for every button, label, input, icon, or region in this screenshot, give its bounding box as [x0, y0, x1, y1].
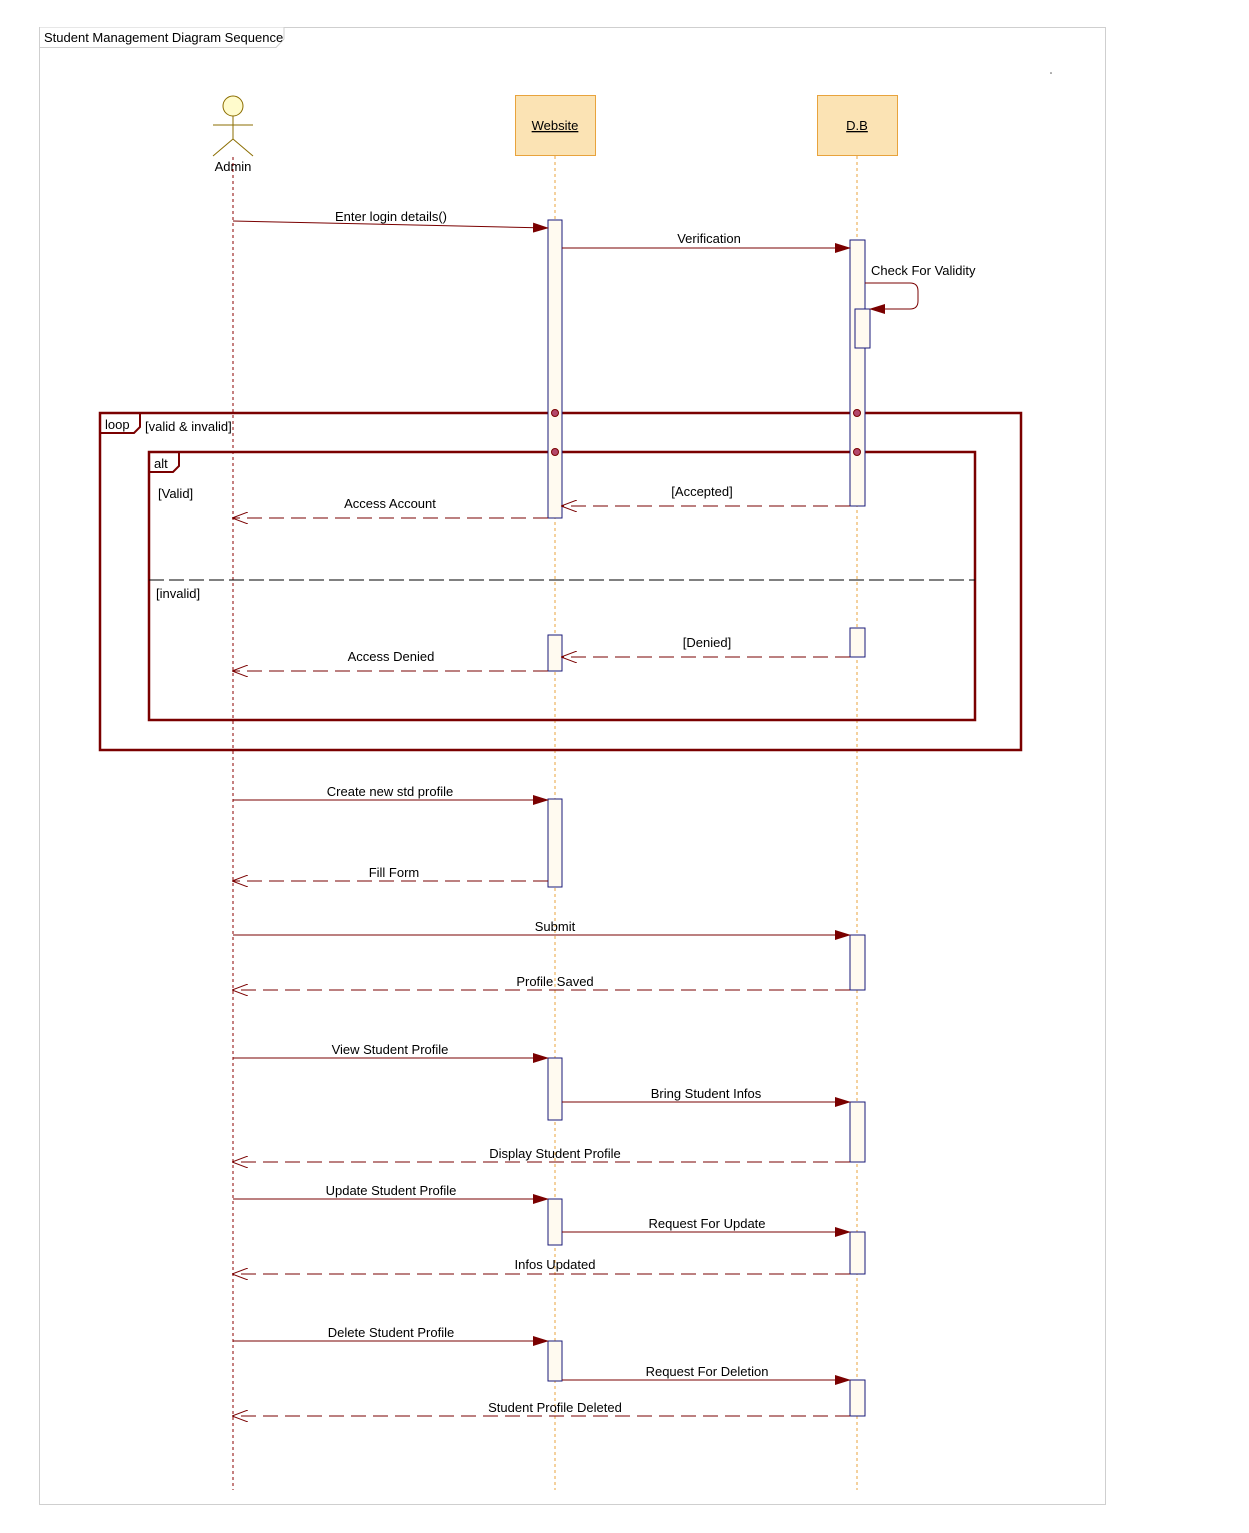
fragment-alt-guard-invalid: [invalid] — [156, 586, 200, 601]
message-label: Request For Update — [648, 1216, 765, 1231]
message-label: Create new std profile — [327, 784, 453, 799]
fragment-loop-operator: loop — [105, 417, 130, 432]
message-label: Student Profile Deleted — [488, 1400, 622, 1415]
object-box-website — [515, 95, 596, 156]
message-label: Access Denied — [348, 649, 435, 664]
activation-bar — [849, 1231, 866, 1275]
message-label: Infos Updated — [515, 1257, 596, 1272]
activation-bar — [547, 219, 563, 519]
activation-bar — [547, 634, 563, 672]
message-label: Check For Validity — [871, 263, 976, 278]
activation-bar — [849, 1379, 866, 1417]
participant-admin: Admin — [212, 95, 254, 1490]
participant-label-db: D.B — [846, 118, 868, 133]
activation-bars — [547, 219, 871, 1417]
message-label: Submit — [535, 919, 576, 934]
message-label: [Accepted] — [671, 484, 732, 499]
message-label: Verification — [677, 231, 741, 246]
object-box-db — [817, 95, 898, 156]
message-label: Fill Form — [369, 865, 420, 880]
participant-label-admin: Admin — [215, 159, 252, 174]
activation-bar — [547, 1340, 563, 1382]
actor-icon — [222, 95, 244, 117]
messages: Enter login details() Verification Check… — [233, 209, 976, 1416]
participant-db: D.B — [817, 95, 898, 1490]
activation-bar — [849, 627, 866, 658]
message-label: Update Student Profile — [326, 1183, 457, 1198]
activation-bar — [547, 1057, 563, 1121]
diagram-title: Student Management Diagram Sequence — [44, 30, 283, 45]
activation-bar — [849, 934, 866, 991]
stray-dot — [1050, 72, 1052, 74]
participant-label-website: Website — [532, 118, 579, 133]
activation-bar — [854, 308, 871, 349]
message-label: Access Account — [344, 496, 436, 511]
activation-bar — [849, 1101, 866, 1163]
diagram-frame: Student Management Diagram Sequence — [39, 27, 1106, 1505]
fragment-alt-guard-valid: [Valid] — [158, 486, 193, 501]
message-label: Delete Student Profile — [328, 1325, 454, 1340]
activation-bar — [547, 798, 563, 888]
message-label: Display Student Profile — [489, 1146, 621, 1161]
message-arrow — [232, 220, 549, 233]
message-label: Enter login details() — [335, 209, 447, 224]
message-label: [Denied] — [683, 635, 731, 650]
fragment-loop-guard: [valid & invalid] — [145, 419, 232, 434]
message-label: View Student Profile — [332, 1042, 449, 1057]
activation-bar — [547, 1198, 563, 1246]
message-label: Profile Saved — [516, 974, 593, 989]
message-arrow — [865, 282, 919, 314]
fragment-alt-operator: alt — [154, 456, 168, 471]
fragment-intersections — [551, 409, 861, 456]
message-label: Request For Deletion — [646, 1364, 769, 1379]
activation-bar — [849, 239, 866, 507]
message-label: Bring Student Infos — [651, 1086, 762, 1101]
